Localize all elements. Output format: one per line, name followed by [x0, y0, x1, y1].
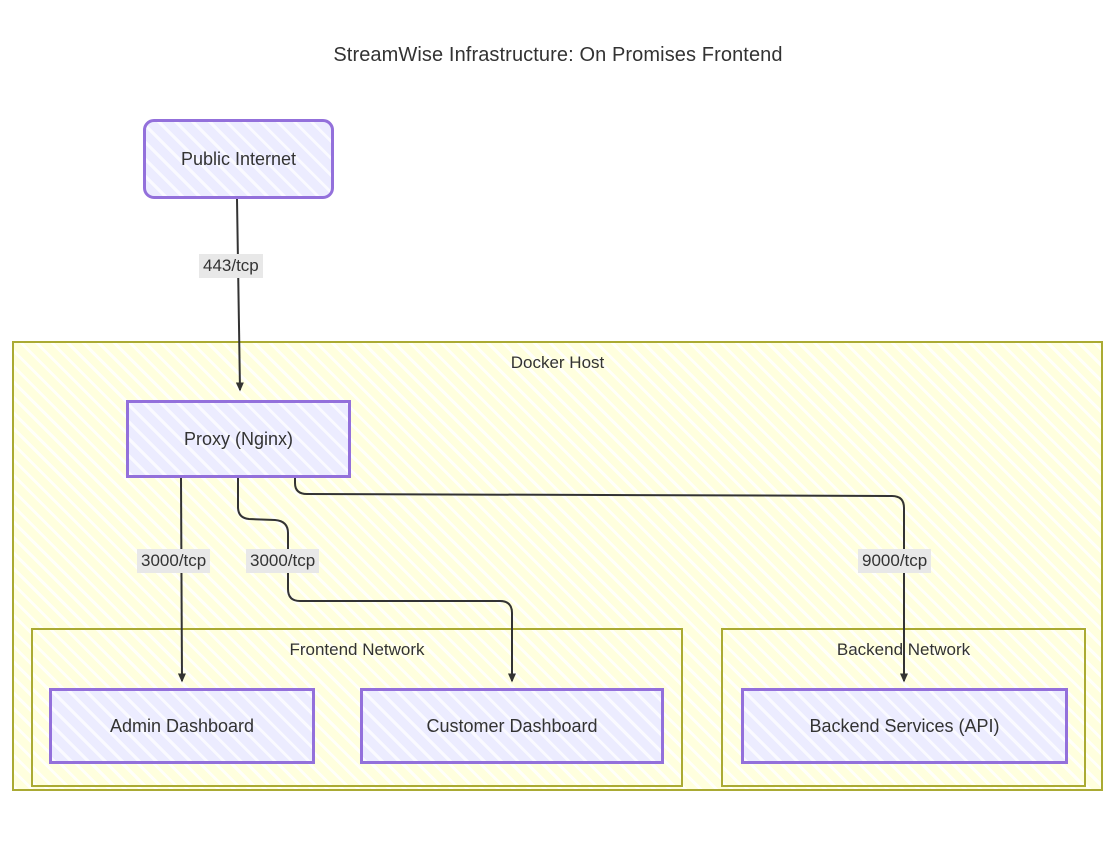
- node-proxy-nginx[interactable]: Proxy (Nginx): [126, 400, 351, 478]
- edge-label-443-tcp: 443/tcp: [199, 254, 263, 278]
- node-admin-dashboard-label: Admin Dashboard: [109, 715, 255, 736]
- node-customer-dashboard[interactable]: Customer Dashboard: [360, 688, 664, 764]
- edge-label-9000-tcp: 9000/tcp: [858, 549, 932, 573]
- node-backend-services-label: Backend Services (API): [809, 715, 1000, 736]
- cluster-backend-network-label: Backend Network: [836, 640, 971, 659]
- node-customer-dashboard-label: Customer Dashboard: [426, 715, 598, 736]
- node-public-internet[interactable]: Public Internet: [143, 119, 334, 199]
- node-admin-dashboard[interactable]: Admin Dashboard: [49, 688, 315, 764]
- cluster-frontend-network-label: Frontend Network: [289, 640, 425, 659]
- diagram-title: StreamWise Infrastructure: On Promises F…: [333, 44, 783, 66]
- edge-label-3000-tcp-customer: 3000/tcp: [246, 549, 320, 573]
- node-backend-services[interactable]: Backend Services (API): [741, 688, 1068, 764]
- cluster-docker-host-label: Docker Host: [510, 353, 605, 372]
- node-proxy-nginx-label: Proxy (Nginx): [183, 428, 294, 449]
- edge-label-3000-tcp-admin: 3000/tcp: [137, 549, 211, 573]
- node-public-internet-label: Public Internet: [180, 148, 297, 169]
